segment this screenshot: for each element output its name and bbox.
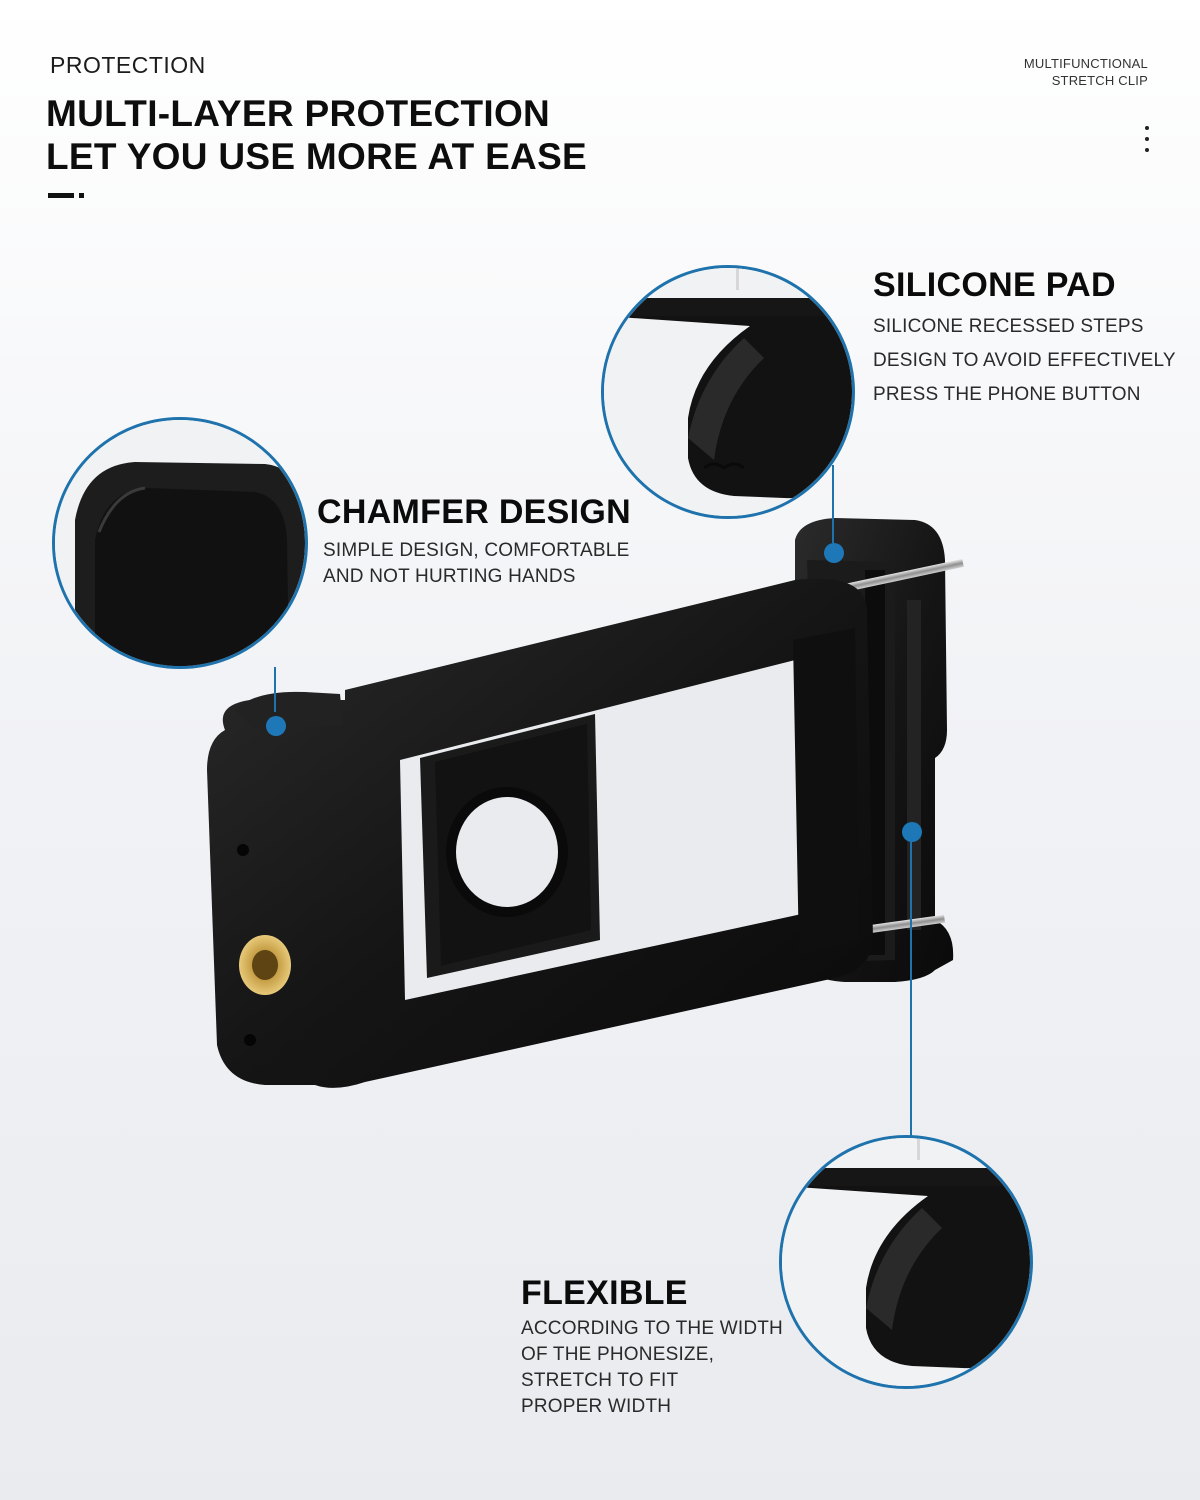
flexible-detail-lens [779,1135,1033,1389]
flexible-connector-line [910,842,912,1137]
chamfer-design-line: AND NOT HURTING HANDS [323,566,576,587]
silicone-pad-detail-lens [601,265,855,519]
headline-line-2: LET YOU USE MORE AT EASE [46,136,588,177]
corner-tag: MULTIFUNCTIONAL STRETCH CLIP [1024,55,1148,89]
silicone-pad-line: SILICONE RECESSED STEPS [873,316,1144,337]
silicone-pin-icon [824,543,844,563]
chamfer-detail-lens [52,417,308,669]
chamfer-design-title: CHAMFER DESIGN [317,493,631,531]
section-eyebrow: PROTECTION [50,52,206,78]
silicone-pad-line: DESIGN TO AVOID EFFECTIVELY [873,350,1176,371]
chamfer-design-line: SIMPLE DESIGN, COMFORTABLE [323,540,630,561]
silicone-pad-title: SILICONE PAD [873,266,1116,304]
silicone-pad-line: PRESS THE PHONE BUTTON [873,384,1141,405]
corner-tag-line-2: STRETCH CLIP [1051,73,1148,88]
flexible-line: ACCORDING TO THE WIDTH [521,1318,783,1339]
corner-tag-line-1: MULTIFUNCTIONAL [1023,56,1148,71]
silicone-pad-description: SILICONE RECESSED STEPS DESIGN TO AVOID … [873,310,1176,412]
flexible-description: ACCORDING TO THE WIDTH OF THE PHONESIZE,… [521,1316,783,1420]
silicone-connector-line [832,465,834,543]
flexible-line: OF THE PHONESIZE, [521,1344,715,1365]
chamfer-connector-line [274,667,276,712]
flexible-line: PROPER WIDTH [521,1396,672,1417]
phone-clip-product [195,500,1055,1120]
flexible-title: FLEXIBLE [521,1274,688,1312]
headline-line-1: MULTI-LAYER PROTECTION [46,93,551,134]
headline-underline-dot [79,193,84,198]
vertical-dots-icon [1144,126,1150,159]
page-headline: MULTI-LAYER PROTECTION LET YOU USE MORE … [46,92,587,178]
chamfer-pin-icon [266,716,286,736]
headline-underline [48,193,74,198]
flexible-line: STRETCH TO FIT [521,1370,679,1391]
flexible-pin-icon [902,822,922,842]
chamfer-design-description: SIMPLE DESIGN, COMFORTABLE AND NOT HURTI… [323,538,629,590]
